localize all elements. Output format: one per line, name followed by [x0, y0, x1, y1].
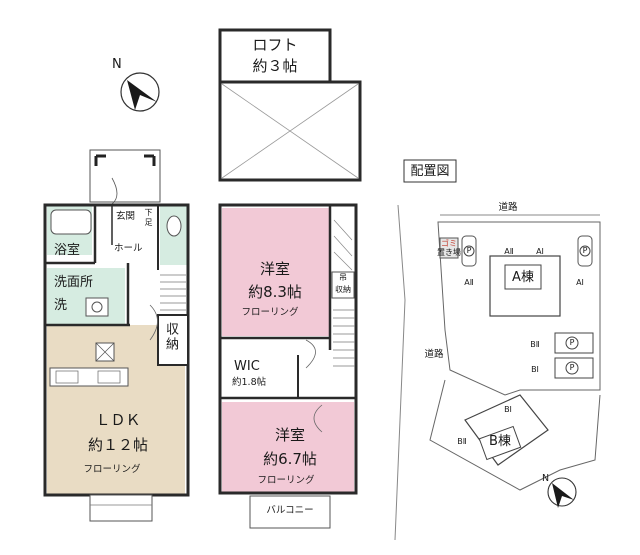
north-compass-bottom — [547, 477, 577, 508]
compass-north-label-bottom: N — [542, 473, 550, 484]
site-plan — [394, 159, 601, 541]
room1-floor: フローリング — [241, 307, 299, 318]
parking-p-3: P — [466, 246, 472, 255]
ldk-floor: フローリング — [83, 464, 141, 475]
room1-name: 洋室 — [259, 260, 291, 278]
north-compass-top — [120, 72, 160, 112]
compass-north-label-top: N — [112, 57, 122, 72]
geta-label: 下足 — [144, 208, 153, 228]
label-b1-parking: BⅠ — [531, 365, 539, 374]
hall-label: ホール — [114, 243, 143, 254]
bath-label: 浴室 — [54, 243, 81, 258]
washer-label: 洗 — [54, 298, 68, 313]
first-floor-rooms — [43, 203, 190, 522]
room1-size: 約8.3帖 — [248, 283, 302, 301]
hanging-storage-line2: 収納 — [335, 285, 351, 294]
label-b2-parking: BⅡ — [530, 340, 540, 349]
loft-name: ロフト — [252, 36, 298, 54]
washroom-label: 洗面所 — [54, 275, 94, 290]
garbage-line2: 置き場 — [437, 248, 461, 257]
room2-floor: フローリング — [257, 475, 315, 486]
ldk-name: ＬＤＫ — [95, 411, 141, 429]
road-top-label: 道路 — [498, 202, 518, 213]
ldk-size: 約１２帖 — [87, 436, 149, 454]
loft-size: 約３帖 — [252, 57, 298, 75]
room2-name: 洋室 — [274, 426, 306, 444]
balcony-label: バルコニー — [266, 505, 314, 516]
garbage-line1: ゴミ — [441, 239, 457, 248]
label-a1-right: AⅠ — [576, 278, 584, 287]
wic-size: 約1.8帖 — [232, 377, 267, 388]
label-a1-top: AⅠ — [536, 247, 544, 256]
loft-area — [218, 28, 362, 182]
road-left-label: 道路 — [424, 349, 444, 360]
label-b2-left: BⅡ — [457, 437, 467, 446]
entrance-porch — [89, 149, 161, 205]
label-a2-left: AⅡ — [464, 278, 474, 287]
second-floor-rooms — [218, 203, 358, 529]
label-a2-top: AⅡ — [504, 247, 514, 256]
site-plan-title: 配置図 — [410, 164, 450, 179]
parking-p-2: P — [569, 363, 575, 372]
genkan-label: 玄関 — [116, 211, 136, 222]
wic-name: WIC — [234, 359, 260, 374]
hanging-storage-line1: 吊 — [339, 273, 347, 282]
label-b1-top: BⅠ — [504, 405, 512, 414]
building-b-label: B棟 — [489, 434, 511, 449]
building-a-label: A棟 — [512, 270, 534, 285]
parking-p-1: P — [569, 338, 575, 347]
storage-label: 収納 — [163, 322, 178, 352]
room2-size: 約6.7帖 — [263, 450, 317, 468]
parking-p-4: P — [582, 246, 588, 255]
